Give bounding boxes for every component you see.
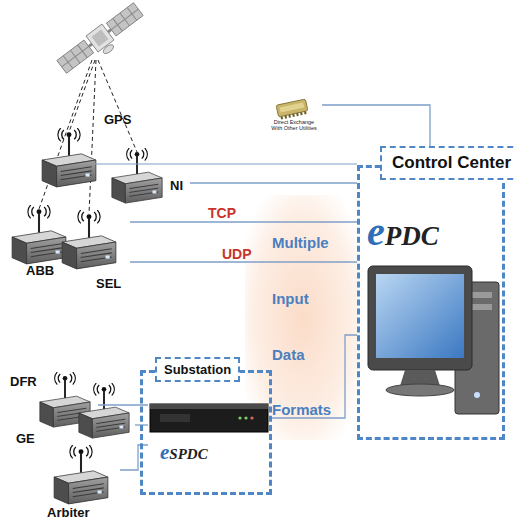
node-label: ePDC: [367, 208, 439, 255]
computer: [368, 266, 499, 414]
format-label: Input: [272, 290, 309, 307]
format-label: Formats: [272, 401, 331, 418]
pmu-node: Arbiter: [45, 445, 120, 520]
protocol-label: TCP: [208, 205, 236, 221]
pmu-device: [12, 205, 66, 264]
format-glow: [245, 195, 360, 440]
connector: [190, 182, 357, 183]
pmu-device: [62, 210, 116, 269]
format-label: Multiple: [272, 234, 329, 251]
connector: [270, 335, 357, 418]
node-label: Direct Exchange With Other Utilities: [268, 119, 320, 131]
node-label: Control Center: [380, 146, 517, 180]
connector: [120, 445, 148, 470]
node-label: NI: [170, 178, 183, 193]
pmu-device: [112, 148, 162, 203]
pmu-node: DFR: [8, 372, 98, 422]
node-label: Arbiter: [47, 505, 90, 520]
data-wire: [95, 163, 357, 164]
node-label: eSPDC: [160, 440, 208, 465]
pmu-node: GE: [12, 383, 135, 445]
node-label: SEL: [96, 276, 121, 291]
substation-box: SubstationeSPDC: [140, 370, 272, 495]
node-label: ABB: [26, 263, 54, 278]
spdc-device: [150, 404, 268, 432]
pmu-device: [42, 128, 96, 187]
espdc-node: eSPDC: [148, 400, 270, 468]
pmu-node: ABB: [8, 205, 70, 277]
pmu-node: SEL: [58, 210, 130, 292]
pmu-node: NI: [108, 148, 190, 206]
exchange-module: [276, 99, 308, 120]
node-label: Substation: [155, 357, 240, 382]
gps-label: GPS: [104, 112, 131, 127]
control-center-box: Control CenterePDC: [357, 165, 505, 440]
pmu-device: [79, 383, 129, 438]
connector: [130, 221, 357, 222]
exchange-node: Direct Exchange With Other Utilities: [266, 97, 322, 139]
epdc-logo: ePDC: [363, 206, 453, 260]
format-label: Data: [272, 346, 305, 363]
node-label: GE: [16, 431, 35, 446]
pmu-device: [54, 445, 108, 504]
protocol-label: UDP: [222, 246, 252, 262]
node-label: DFR: [10, 374, 37, 389]
